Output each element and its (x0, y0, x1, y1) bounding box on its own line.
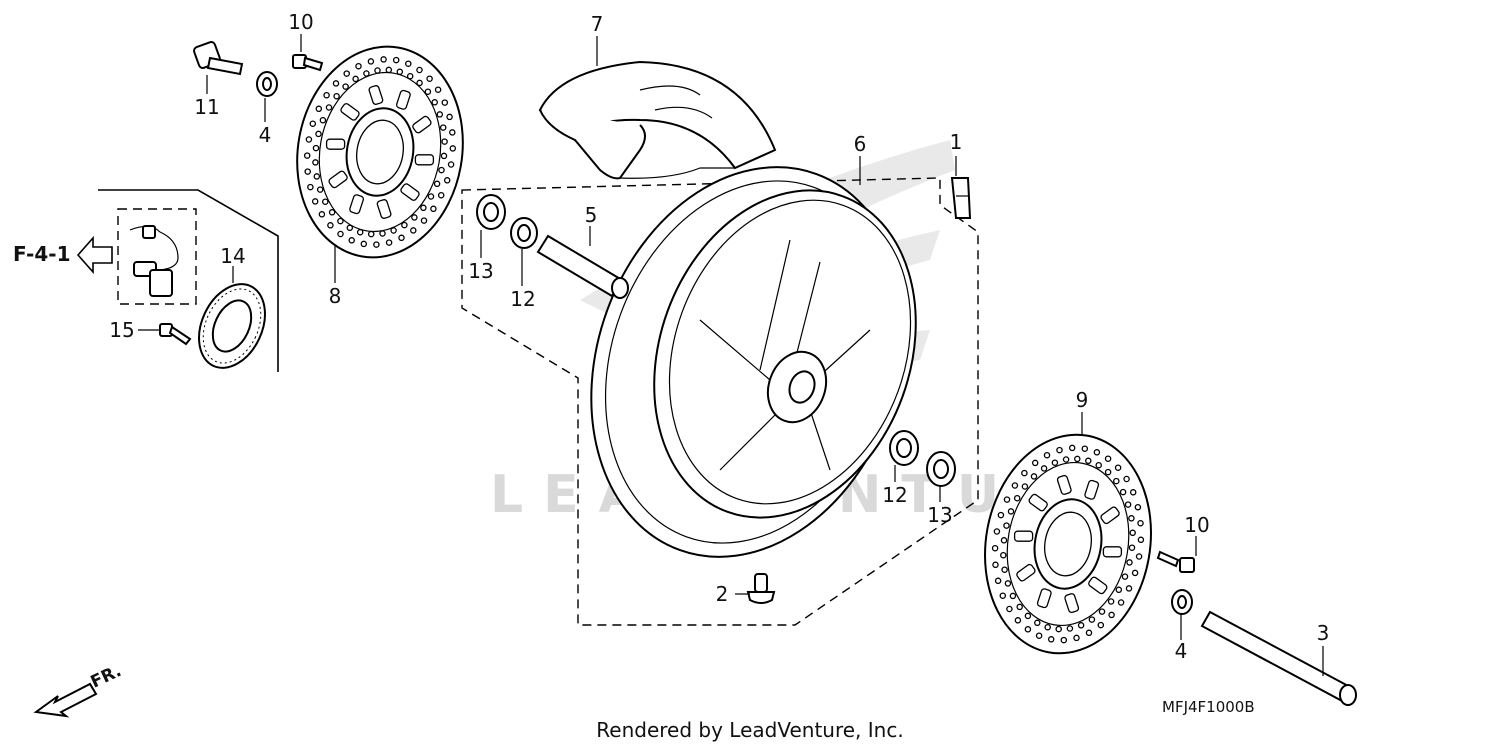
bearing-right-outer (926, 451, 956, 487)
callout-15: 15 (109, 318, 134, 342)
callout-7: 7 (591, 12, 604, 36)
leader-lines (138, 34, 1324, 676)
bearing-left-inner (510, 217, 538, 249)
callout-8: 8 (329, 284, 342, 308)
callout-2: 2 (716, 582, 729, 606)
tire (538, 60, 777, 180)
balance-weight (950, 177, 972, 219)
wheel-assembly-outline (461, 177, 979, 626)
speed-sensor (129, 225, 179, 297)
front-axle (1200, 610, 1357, 706)
callout-12-left: 12 (510, 287, 535, 311)
callout-9: 9 (1076, 388, 1089, 412)
reference-arrow: F-4-1 (13, 235, 113, 275)
reference-label: F-4-1 (13, 242, 70, 266)
diagram-code: MFJ4F1000B (1162, 698, 1255, 716)
callout-1: 1 (950, 130, 963, 154)
wheel-rim (590, 166, 917, 558)
disc-bolt-large (193, 41, 244, 76)
front-direction-label: FR. (88, 661, 125, 692)
callout-10-right: 10 (1184, 513, 1209, 537)
disc-bolt-right (1156, 550, 1195, 573)
callout-13-right: 13 (927, 503, 952, 527)
bearing-right-inner (889, 430, 919, 466)
sensor-dashed-box (117, 208, 197, 305)
callout-11: 11 (194, 95, 219, 119)
bearing-left-outer (476, 194, 506, 230)
callout-14: 14 (220, 244, 245, 268)
valve-stem (746, 573, 776, 604)
callout-10-top: 10 (288, 10, 313, 34)
callout-6: 6 (854, 132, 867, 156)
callout-13-left: 13 (468, 259, 493, 283)
callout-3: 3 (1317, 621, 1330, 645)
brake-disc-left (296, 45, 464, 259)
callout-4-right: 4 (1175, 639, 1188, 663)
sensor-group-bracket (98, 189, 279, 372)
brake-disc-right (984, 433, 1152, 655)
sensor-bolt (159, 323, 192, 346)
front-direction-arrow: FR. (33, 661, 125, 718)
footer-credit: Rendered by LeadVenture, Inc. (596, 718, 903, 742)
callout-4-top: 4 (259, 123, 272, 147)
disc-bolt-top (292, 54, 324, 72)
callout-5: 5 (585, 203, 598, 227)
callout-12-right: 12 (882, 483, 907, 507)
pulser-ring (198, 283, 266, 369)
distance-collar (536, 234, 629, 299)
